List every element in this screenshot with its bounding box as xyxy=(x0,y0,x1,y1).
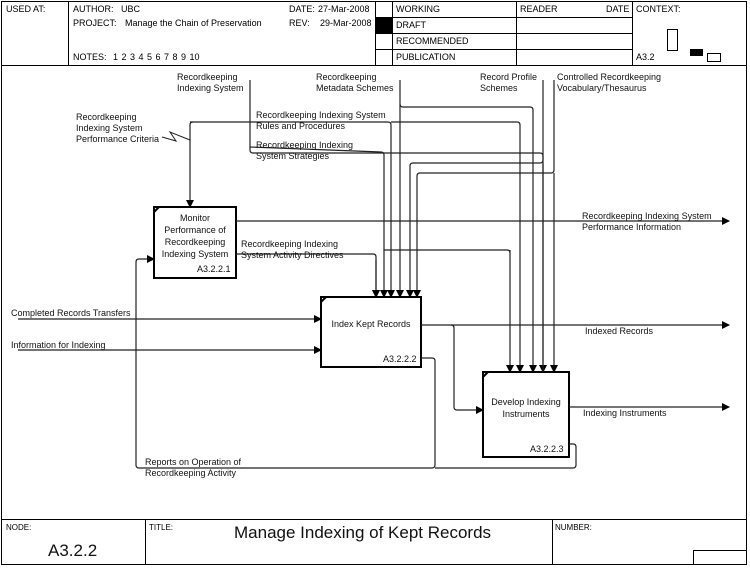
label-out-indexing-instruments: Indexing Instruments xyxy=(583,408,667,418)
footer-col-divider xyxy=(552,519,553,565)
context-current-box-icon xyxy=(690,49,703,56)
arrow-ctrl-criteria-corner xyxy=(189,121,194,126)
arrow-feedback-reports[interactable] xyxy=(135,255,436,469)
number-label: NUMBER: xyxy=(555,523,592,532)
title-label: TITLE: xyxy=(149,523,174,532)
status-row-divider xyxy=(375,33,632,34)
box-a3222-number: A3.2.2.2 xyxy=(383,354,417,364)
status-working: WORKING xyxy=(396,4,440,14)
box-a3223-label: Develop Indexing Instruments xyxy=(483,396,569,420)
footer-page-box xyxy=(693,550,747,565)
arrow-indexed-to-develop[interactable] xyxy=(450,324,484,414)
notes-label: NOTES: xyxy=(73,52,107,62)
box-label-line: Instruments xyxy=(502,409,550,419)
status-publication: PUBLICATION xyxy=(396,52,456,62)
box-a3221[interactable] xyxy=(153,206,237,279)
box-label-line: Monitor xyxy=(179,213,210,223)
header-col-divider xyxy=(632,1,633,65)
notes-value: 1 2 3 4 5 6 7 8 9 10 xyxy=(113,52,200,62)
arrow-directives[interactable] xyxy=(236,253,380,298)
author-value: UBC xyxy=(121,4,141,14)
header-col-divider xyxy=(68,1,69,65)
box-a3221-label: Monitor Performance of Recordkeeping Ind… xyxy=(154,212,236,260)
date-value: 27-Mar-2008 xyxy=(318,4,370,14)
squiggle-connector xyxy=(161,130,191,142)
box-a3222-label: Index Kept Records xyxy=(321,318,421,330)
node-label: NODE: xyxy=(6,523,32,532)
header-divider xyxy=(1,65,747,66)
label-in-information: Information for Indexing xyxy=(11,340,106,350)
box-label-line: Recordkeeping xyxy=(164,237,226,247)
draft-status-marker xyxy=(376,18,392,33)
status-row-divider xyxy=(375,49,632,50)
arrow-feedback-from-develop[interactable] xyxy=(435,443,577,469)
context-label: CONTEXT: xyxy=(636,4,681,14)
used-at-label: USED AT: xyxy=(6,4,46,14)
reader-label: READER xyxy=(520,4,558,14)
arrow-ctrl-rules[interactable] xyxy=(250,121,395,298)
date-label: DATE: xyxy=(289,4,315,14)
label-out-indexed-records: Indexed Records xyxy=(585,326,654,336)
project-label: PROJECT: xyxy=(73,18,117,28)
box-corner-mark xyxy=(482,371,489,378)
box-a3222[interactable] xyxy=(320,296,422,368)
reader-date-label: DATE xyxy=(606,4,630,14)
project-value: Manage the Chain of Preservation xyxy=(125,18,262,28)
label-in-completed-transfers: Completed Records Transfers xyxy=(11,308,131,318)
box-corner-mark xyxy=(320,296,327,303)
box-a3221-number: A3.2.2.1 xyxy=(197,264,231,274)
box-corner-mark xyxy=(153,206,160,213)
status-row-divider xyxy=(375,17,632,18)
box-label-line: Performance of xyxy=(164,225,226,235)
box-label-line: Indexing System xyxy=(161,249,229,259)
arrow-ctrl-metadata-to-develop[interactable] xyxy=(399,103,537,373)
arrow-ctrl-record-profile[interactable] xyxy=(406,80,544,298)
box-label-line: Index Kept Records xyxy=(331,319,411,329)
status-recommended: RECOMMENDED xyxy=(396,36,469,46)
status-draft: DRAFT xyxy=(396,20,426,30)
author-label: AUTHOR: xyxy=(73,4,114,14)
arrow-ctrl-strategies-branch xyxy=(384,249,511,254)
box-label-line: Develop Indexing xyxy=(491,397,561,407)
context-sibling-box-icon xyxy=(707,53,721,62)
box-a3223[interactable] xyxy=(482,371,570,458)
diagram-title: Manage Indexing of Kept Records xyxy=(234,523,492,542)
box-a3223-number: A3.2.2.3 xyxy=(530,444,564,454)
context-node: A3.2 xyxy=(636,52,655,62)
context-parent-box-icon xyxy=(667,29,678,51)
arrow-ctrl-vocabulary[interactable] xyxy=(413,80,555,298)
footer-col-divider xyxy=(145,519,146,565)
footer-divider xyxy=(1,519,747,520)
rev-label: REV: xyxy=(289,18,310,28)
rev-value: 29-Mar-2008 xyxy=(320,18,372,28)
node-value: A3.2.2 xyxy=(48,541,98,560)
arrow-ctrl-strategies[interactable] xyxy=(249,146,388,298)
arrow-ctrl-rules-to-develop[interactable] xyxy=(391,121,524,373)
